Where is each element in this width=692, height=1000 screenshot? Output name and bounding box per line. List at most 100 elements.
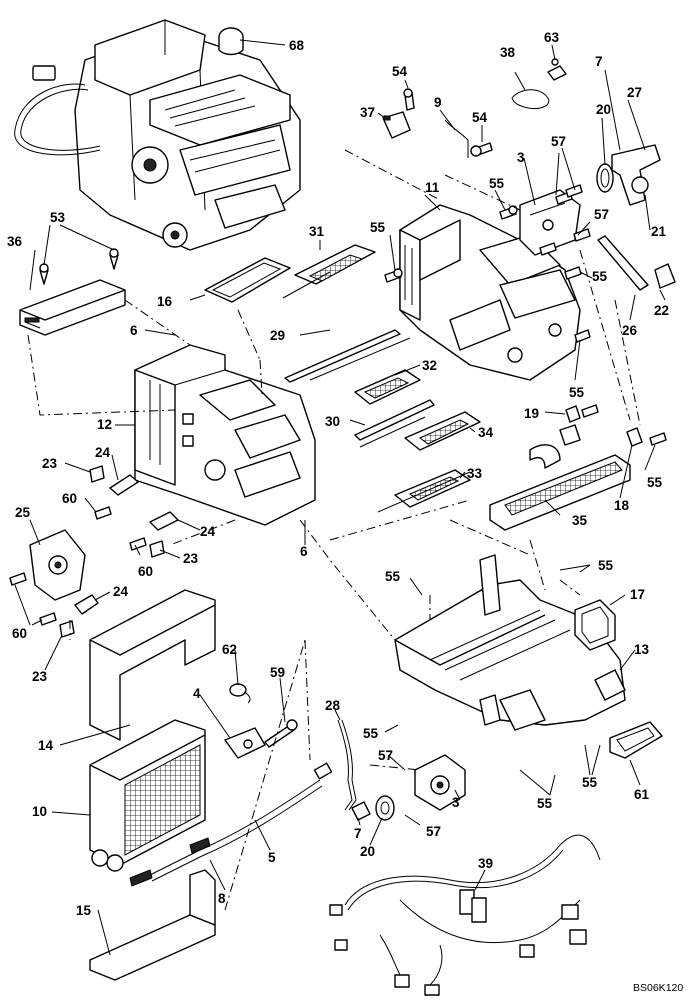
callout-4: 4	[193, 686, 201, 701]
callout-8: 8	[218, 891, 226, 906]
part-5-harness	[149, 762, 333, 882]
part-59-bolt	[264, 719, 298, 748]
callout-36: 36	[7, 234, 23, 249]
callout-24: 24	[95, 445, 111, 460]
callout-17: 17	[630, 587, 645, 602]
callout-25: 25	[15, 505, 31, 520]
callout-6: 6	[300, 544, 308, 559]
callout-6: 6	[130, 323, 138, 338]
callout-37: 37	[360, 105, 375, 120]
callout-54: 54	[392, 64, 408, 79]
callout-35: 35	[572, 513, 588, 528]
callout-13: 13	[634, 642, 650, 657]
callout-26: 26	[622, 323, 638, 338]
part-7-lever	[351, 801, 371, 821]
part-3-actuator-lower	[414, 754, 466, 811]
callout-28: 28	[325, 698, 341, 713]
callout-55: 55	[385, 569, 401, 584]
drawing-code: BS06K120	[633, 982, 683, 994]
callout-60: 60	[138, 564, 153, 579]
callout-57: 57	[594, 207, 609, 222]
part-30-shaft	[354, 399, 435, 448]
callout-38: 38	[500, 45, 516, 60]
leader-lines	[14, 39, 666, 956]
callout-labels: 68 54 38 63 7 27 37 9 54 20 57 3 55 11 5…	[7, 30, 683, 994]
part-31-flap	[282, 244, 376, 299]
callout-22: 22	[654, 303, 669, 318]
callout-55: 55	[647, 475, 663, 490]
callout-55: 55	[537, 796, 553, 811]
callout-53: 53	[50, 210, 66, 225]
part-20-gear-lower	[375, 795, 395, 821]
callout-55: 55	[592, 269, 608, 284]
callout-55: 55	[370, 220, 386, 235]
callout-34: 34	[478, 425, 494, 440]
part-38-clip	[511, 89, 550, 109]
part-12-upper-case	[134, 344, 316, 526]
callout-24: 24	[200, 524, 216, 539]
callout-20: 20	[596, 102, 611, 117]
part-22-knob	[654, 263, 676, 289]
part-25-lever-plate	[29, 529, 86, 601]
callout-7: 7	[595, 54, 603, 69]
callout-60: 60	[62, 491, 77, 506]
callout-15: 15	[76, 903, 92, 918]
part-15-drain-pan	[89, 869, 216, 981]
callout-21: 21	[651, 224, 667, 239]
part-62-grommet	[229, 683, 251, 704]
part-27-bracket	[611, 144, 661, 206]
callout-63: 63	[544, 30, 560, 45]
callout-57: 57	[426, 824, 441, 839]
callout-68: 68	[289, 38, 305, 53]
part-18-clamp	[626, 427, 643, 447]
callout-3: 3	[452, 795, 460, 810]
callout-11: 11	[425, 180, 440, 195]
callout-19: 19	[524, 406, 539, 421]
callout-57: 57	[378, 748, 393, 763]
part-60-screws	[9, 506, 112, 626]
callout-29: 29	[270, 328, 285, 343]
callout-3: 3	[517, 150, 525, 165]
part-63-clamp	[547, 58, 567, 81]
part-17-seal	[574, 599, 616, 651]
part-53-screws	[39, 248, 119, 285]
callout-62: 62	[222, 642, 237, 657]
part-16-gasket	[204, 257, 291, 303]
part-29-shaft	[284, 329, 411, 383]
part-34-flap	[404, 411, 481, 451]
assembly-guide-lines	[27, 149, 641, 911]
callout-7: 7	[354, 826, 362, 841]
callout-18: 18	[614, 498, 630, 513]
callout-55: 55	[582, 775, 598, 790]
callout-55: 55	[489, 176, 505, 191]
callout-24: 24	[113, 584, 129, 599]
callout-9: 9	[434, 95, 442, 110]
callout-31: 31	[309, 224, 325, 239]
part-9-wire	[444, 119, 469, 158]
callout-23: 23	[32, 669, 48, 684]
part-19-clamp	[565, 405, 581, 423]
heater-unit-assembly	[14, 19, 301, 251]
callout-39: 39	[478, 856, 493, 871]
callout-59: 59	[270, 665, 285, 680]
callout-23: 23	[42, 456, 58, 471]
part-20-gear	[596, 163, 614, 193]
callout-12: 12	[97, 417, 112, 432]
callout-14: 14	[38, 738, 54, 753]
part-35-heater-core	[489, 424, 631, 531]
callout-57: 57	[551, 134, 566, 149]
part-4-expansion-valve	[224, 727, 266, 759]
part-39-harness	[329, 834, 601, 996]
fastener-screws	[129, 88, 667, 551]
part-36-cover-plate	[19, 279, 126, 336]
callout-61: 61	[634, 787, 650, 802]
callout-16: 16	[157, 294, 173, 309]
callout-5: 5	[268, 850, 276, 865]
callout-20: 20	[360, 844, 375, 859]
part-32-flap	[354, 369, 421, 405]
callout-23: 23	[183, 551, 199, 566]
callout-60: 60	[12, 626, 27, 641]
part-13-lower-case	[394, 554, 626, 731]
part-14-cover	[89, 589, 216, 741]
